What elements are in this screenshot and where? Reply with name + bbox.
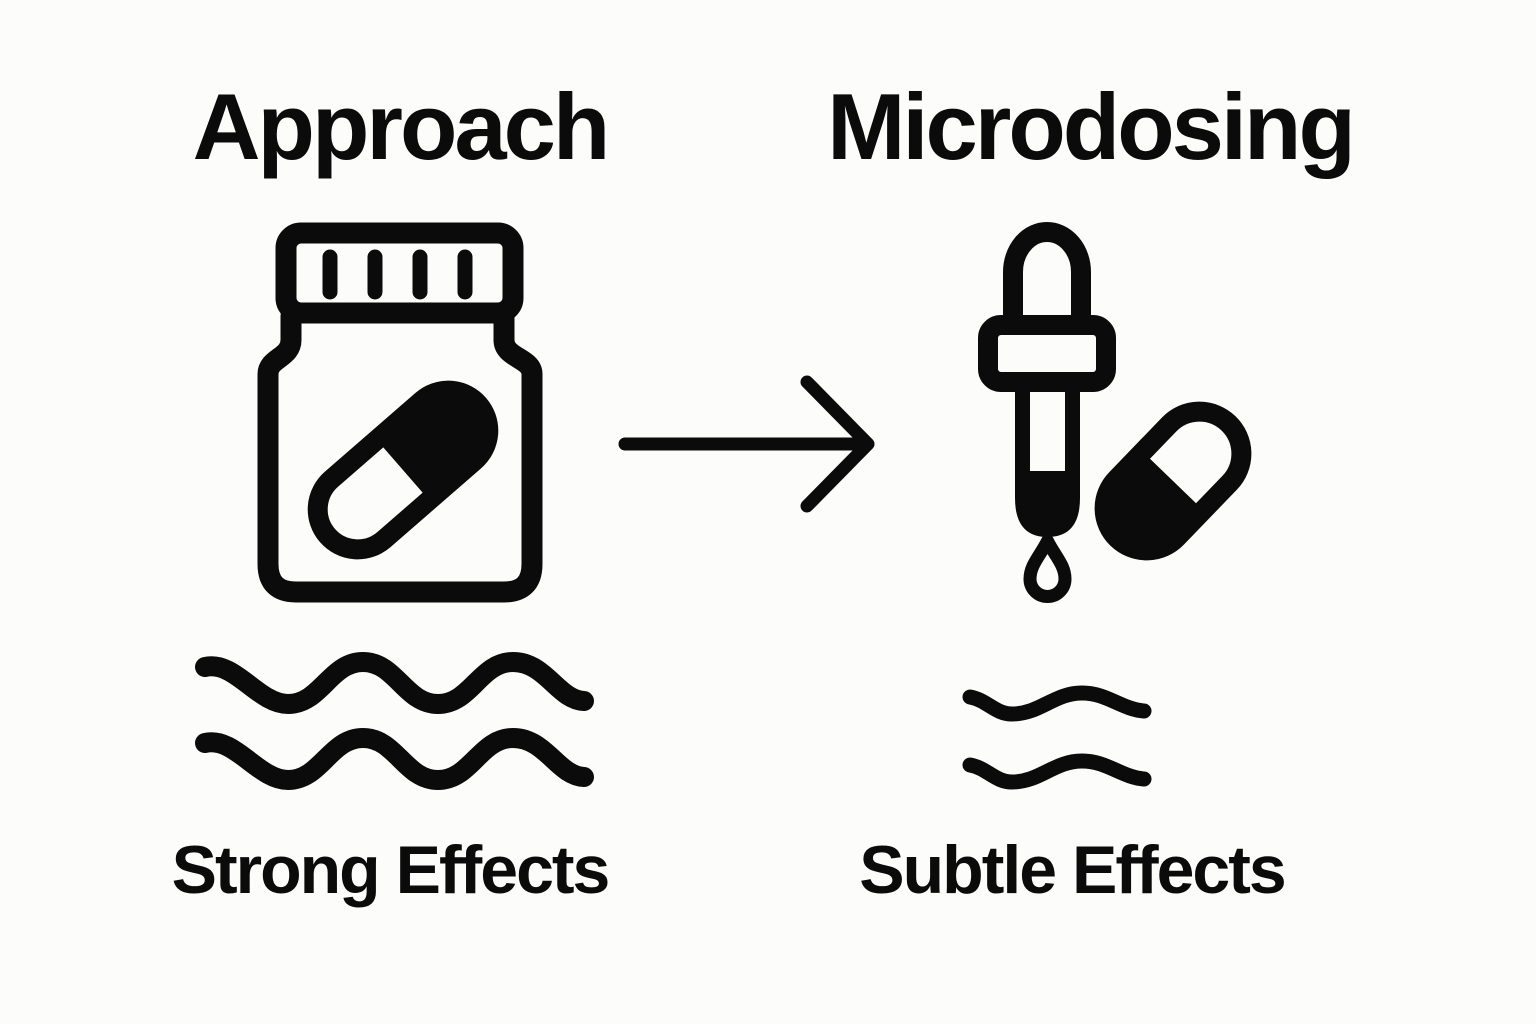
pill-bottle-icon <box>257 222 543 603</box>
right-panel-title: Microdosing <box>827 74 1356 179</box>
dropper-collar-shape <box>978 315 1116 392</box>
left-panel-caption: Strong Effects <box>171 832 611 908</box>
dropper-drop-shape <box>1023 534 1072 603</box>
dropper-bulb-shape <box>1003 222 1091 342</box>
dropper-capsule-icon <box>978 222 1252 603</box>
bottle-capsule-shape <box>307 380 499 560</box>
dropper-tube-window <box>1030 380 1065 471</box>
bottle-cap-shape <box>275 222 524 324</box>
capsule-shape <box>1094 401 1252 561</box>
left-panel-title: Approach <box>192 74 611 179</box>
bottle-cap-ridges <box>322 249 473 300</box>
arrow-right-icon <box>618 375 875 513</box>
bottle-body-shape <box>257 305 543 603</box>
subtle-waves-icon <box>962 685 1152 790</box>
right-panel-caption: Subtle Effects <box>859 832 1286 908</box>
strong-waves-icon <box>195 652 594 790</box>
